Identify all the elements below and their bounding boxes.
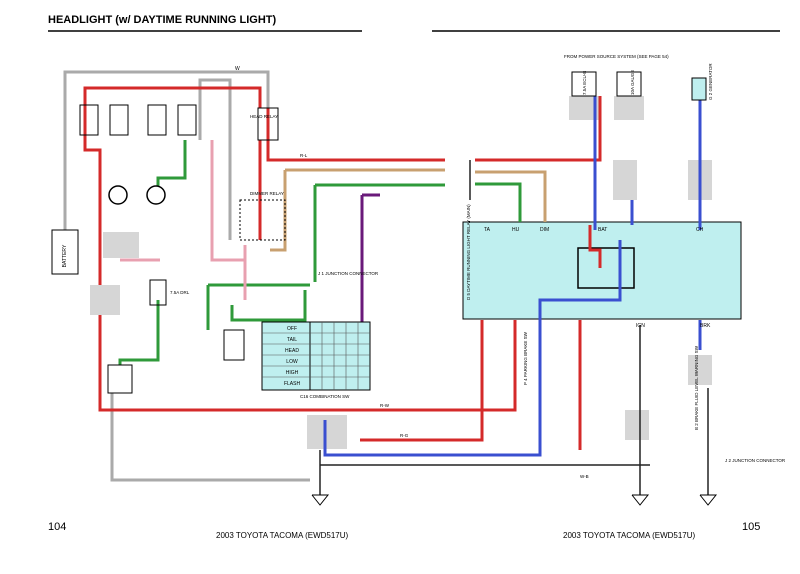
connector-block [103,232,139,258]
connector-block [613,160,637,200]
wire-label: W-B [580,474,589,479]
wire-label: R-G [400,433,409,438]
battery-label: BATTERY [62,244,68,267]
wire-tan [475,170,547,222]
fuse-ecu-label: 7.5A ECU-B [582,71,587,95]
battery-symbol [51,229,79,275]
switch-row-label: OFF [287,326,297,332]
wire-w [198,78,232,240]
ground-symbols [311,494,718,506]
generator-label: G 2 GENERATOR [708,63,713,100]
wire-g [118,300,160,370]
combination-sw-label: C16 COMBINATION SW [300,394,350,399]
brake-fluid-label: B 2 BRAKE FLUID LEVEL WARNING SW [694,345,699,430]
wire-l [323,240,622,457]
connector-block [614,96,644,120]
connector-block [307,415,347,449]
footer-caption-left: 2003 TOYOTA TACOMA (EWD517U) [216,531,349,540]
switch-row-label: FLASH [284,381,301,387]
terminal-label: HU [512,227,520,233]
drl-relay-label: D 5 DAYTIME RUNNING LIGHT RELAY (MAIN) [466,204,471,300]
wire-r [475,96,602,162]
switch-row-label: TAIL [287,337,297,343]
wire-label: W [235,66,240,72]
footer-caption-right: 2003 TOYOTA TACOMA (EWD517U) [563,531,696,540]
parking-brake-label: P 4 PARKING BRAKE SW [523,331,528,385]
drl-module-box [462,221,742,320]
drl-internal-relay [577,247,635,289]
terminal-label: BAT [598,227,607,233]
wire-r [98,315,517,412]
wire-w [63,70,270,230]
fuse-gauge-label: 10A GAUGE [630,70,635,95]
drl-fuse-label: 7.5A DRL [170,290,190,295]
wire-g [230,290,307,322]
wire-r [266,108,445,162]
dimmer-relay-box [239,199,286,241]
wire-r [588,225,602,268]
relay-box [223,329,245,361]
page-number-left: 104 [48,521,67,533]
dimmer-relay-label: DIMMER RELAY [250,191,284,196]
combination-switch-table: OFF TAIL HEAD LOW HIGH FLASH [261,321,371,391]
terminal-label: CH [696,227,704,233]
fuse-group [79,71,707,306]
junction-connector-label: J 1 JUNCTION CONNECTOR [318,271,379,276]
terminal-label: TA [484,227,491,233]
connector-block [625,410,649,440]
terminal-label: IGN [636,323,645,329]
wire-label: R-W [380,403,390,408]
wire-w [110,370,310,482]
wire-label: R-L [300,153,308,158]
wire-p [210,140,245,262]
terminal-label: BRK [700,323,711,329]
page-title: HEADLIGHT (w/ DAYTIME RUNNING LIGHT) [48,14,277,26]
headlamp-group [108,185,166,205]
wire-r [83,135,102,285]
wires [63,70,709,495]
switch-row-label: HEAD [285,348,299,354]
wire-g [156,140,187,195]
connector-block [90,285,120,315]
power-source-label: FROM POWER SOURCE SYSTEM (SEE PAGE 54) [564,54,669,59]
page-number-right: 105 [742,521,761,533]
wire-r [360,320,484,442]
j2-label: J 2 JUNCTION CONNECTOR [725,458,786,463]
terminal-label: DIM [540,227,549,233]
connector-block [688,355,712,385]
drl-relay-main-box [107,364,133,394]
wire-r [83,86,262,135]
wire-g [475,182,522,222]
wire-tan [270,170,287,252]
switch-row-label: LOW [286,359,298,365]
head-relay-label: HEAD RELAY [250,114,278,119]
head-relay-box [257,107,279,141]
switch-row-label: HIGH [286,370,299,376]
